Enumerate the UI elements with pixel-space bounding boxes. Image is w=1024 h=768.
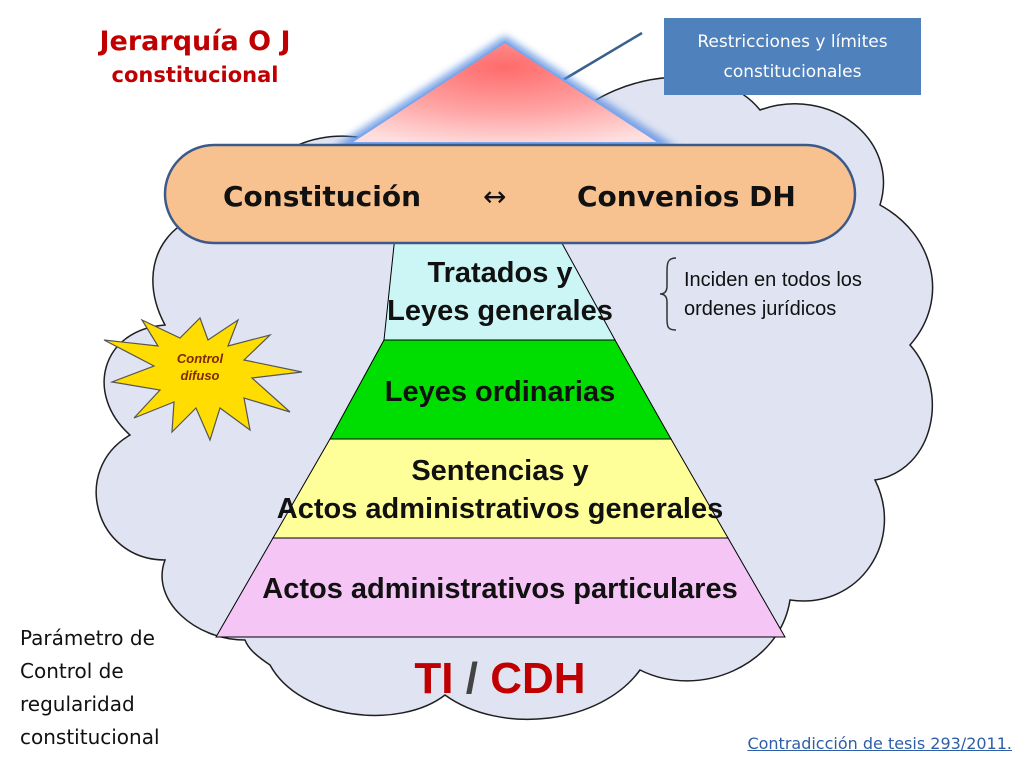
restricciones-callout: Restricciones y límites constitucionales <box>664 18 921 95</box>
constitucion-row: Constitución ↔ Convenios DH <box>165 168 855 226</box>
level-4-band <box>215 537 786 638</box>
parametro-line-3: regularidad <box>20 692 135 716</box>
level-1-line-1: Tratados y <box>427 257 573 289</box>
convenios-label: Convenios DH <box>577 180 796 213</box>
burst-line-1: Control <box>176 351 224 366</box>
starburst-icon <box>103 316 303 442</box>
ti-cdh-label: TI / CDH <box>330 654 670 704</box>
parametro-text: Parámetro de Control de regularidad cons… <box>20 622 220 754</box>
level-3-line-1: Sentencias y <box>411 455 589 487</box>
level-3-label: Sentencias y Actos administrativos gener… <box>210 452 790 528</box>
title-line-1: Jerarquía O J <box>99 26 291 57</box>
constitucion-oval <box>163 143 857 245</box>
callout-line-1: Restricciones y límites <box>697 32 888 52</box>
parametro-line-2: Control de <box>20 659 124 683</box>
ti-text: TI <box>414 654 454 703</box>
level-1-label: Tratados y Leyes generales <box>340 254 660 330</box>
constitucion-label: Constitución <box>223 180 422 213</box>
level-2-label: Leyes ordinarias <box>384 376 616 408</box>
side-note: Inciden en todos los ordenes jurídicos <box>684 266 934 324</box>
side-note-line-2: ordenes jurídicos <box>684 298 837 320</box>
cdh-text: CDH <box>490 654 586 703</box>
level-3-line-2: Actos administrativos generales <box>276 493 724 525</box>
title-line-2: constitucional <box>111 63 279 87</box>
burst-line-2: difuso <box>180 368 220 383</box>
side-note-line-1: Inciden en todos los <box>684 269 862 291</box>
parametro-line-4: constitucional <box>20 725 160 749</box>
brace-icon <box>659 257 677 331</box>
level-1-line-2: Leyes generales <box>387 295 613 327</box>
callout-connector <box>562 31 643 82</box>
reference-link[interactable]: Contradicción de tesis 293/2011. <box>747 734 1012 753</box>
control-difuso-label: Control difuso <box>150 350 250 384</box>
bidirectional-arrow-icon: ↔ <box>483 180 507 213</box>
apex-triangle <box>346 40 664 144</box>
diagram-title: Jerarquía O J constitucional <box>60 24 330 90</box>
parametro-line-1: Parámetro de <box>20 626 155 650</box>
callout-line-2: constitucionales <box>723 62 862 82</box>
level-4-label: Actos administrativos particulares <box>262 573 738 605</box>
ti-slash: / <box>465 654 478 703</box>
